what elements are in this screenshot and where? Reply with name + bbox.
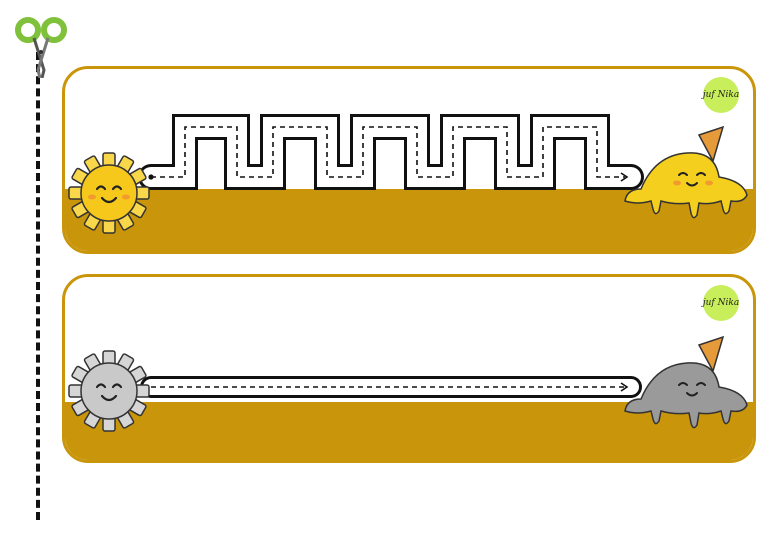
author-badge: juf Nika bbox=[703, 285, 739, 321]
author-badge-text: juf Nika bbox=[702, 90, 740, 100]
tracing-path-square-wave[interactable] bbox=[65, 69, 756, 254]
melted-icecream-icon bbox=[624, 335, 748, 429]
tracing-card-1: juf Nika bbox=[62, 66, 756, 254]
tracing-card-2: juf Nika bbox=[62, 274, 756, 463]
scissors-icon bbox=[15, 17, 67, 78]
sun-icon bbox=[68, 152, 150, 234]
author-badge-text: juf Nika bbox=[702, 298, 740, 308]
melted-icecream-icon bbox=[624, 125, 748, 219]
author-badge: juf Nika bbox=[703, 77, 739, 113]
cut-line bbox=[36, 52, 40, 520]
tracing-path-straight[interactable] bbox=[65, 277, 756, 463]
sun-icon bbox=[68, 350, 150, 432]
